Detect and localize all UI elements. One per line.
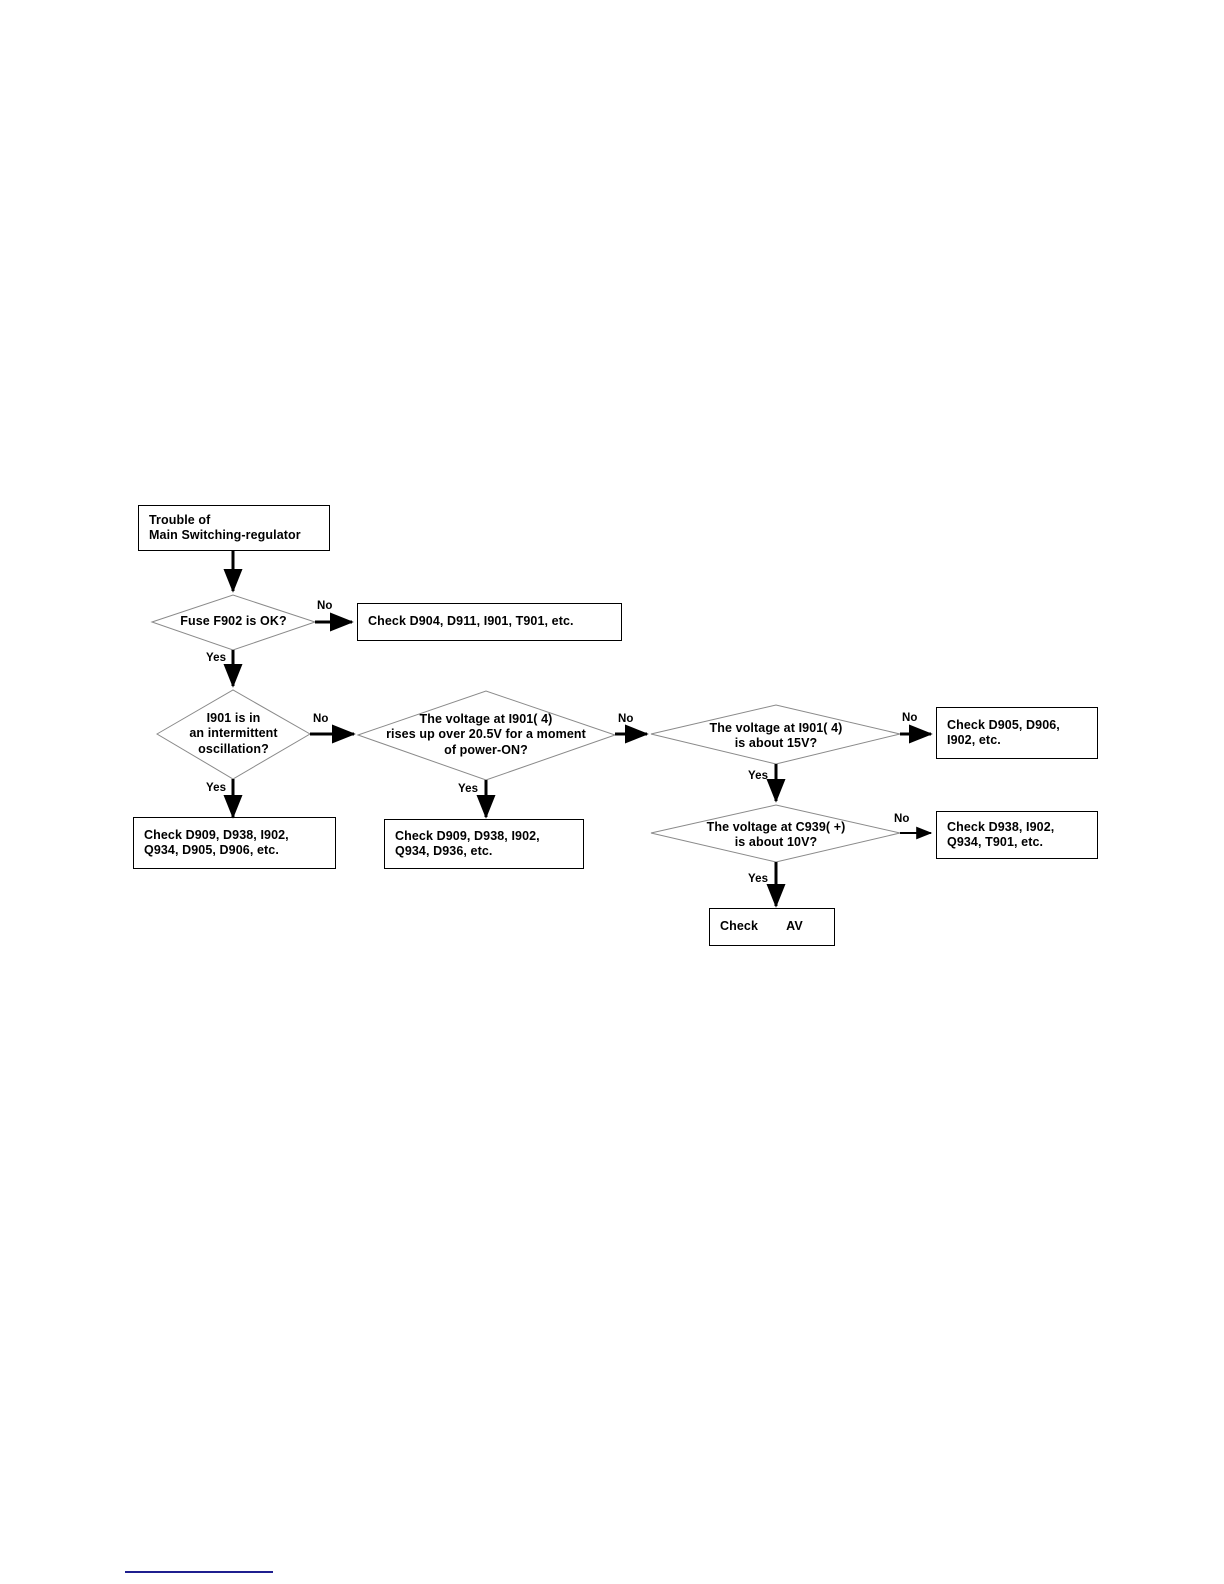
node-check-d904-d911-i901-t901[interactable]: Check D904, D911, I901, T901, etc.: [357, 603, 622, 641]
edge-label-d4-yes: Yes: [748, 770, 768, 782]
edge-label-d3-yes: Yes: [458, 783, 478, 795]
edge-label-d2-yes: Yes: [206, 782, 226, 794]
node-check-d938-i902-q934-t901[interactable]: Check D938, I902, Q934, T901, etc.: [936, 811, 1098, 859]
edge-label-d4-yes-text: Yes: [748, 770, 769, 782]
decision-shape-voltage-rise-205v: [356, 690, 617, 781]
decision-shape-voltage-15v: [650, 704, 901, 765]
edge-label-d1-no: No: [317, 600, 333, 612]
edge-label-d4-no: No: [902, 712, 918, 724]
decision-shape-fuse-f902: [150, 594, 317, 651]
edge-label-d4-no-text: No: [902, 712, 918, 724]
edge-label-d5-yes-text: Yes: [748, 873, 769, 885]
footer-divider-rule: [125, 1571, 273, 1573]
edge-label-d3-no-text: No: [618, 713, 634, 725]
node-start-label: Trouble of Main Switching-regulator: [149, 512, 301, 543]
edge-label-d1-no-text: No: [317, 600, 333, 612]
node-check-d938-label: Check D938, I902, Q934, T901, etc.: [947, 819, 1055, 850]
edge-label-d5-no-text: No: [894, 813, 910, 825]
edge-label-d5-yes: Yes: [748, 873, 768, 885]
edge-label-d1-yes: Yes: [206, 652, 226, 664]
node-check-av-label: Check AV: [720, 919, 803, 934]
edge-label-d2-yes-text: Yes: [206, 782, 227, 794]
node-check-d909-d938-i902-q934-d905-d906[interactable]: Check D909, D938, I902, Q934, D905, D906…: [133, 817, 336, 869]
node-start-trouble-main-switching-regulator[interactable]: Trouble of Main Switching-regulator: [138, 505, 330, 551]
edge-label-d3-yes-text: Yes: [458, 783, 479, 795]
node-check-d905-label: Check D905, D906, I902, etc.: [947, 717, 1060, 748]
edge-label-d2-no-text: No: [313, 713, 329, 725]
node-check-d909-d938-i902-q934-d936[interactable]: Check D909, D938, I902, Q934, D936, etc.: [384, 819, 584, 869]
edge-label-d1-yes-text: Yes: [206, 652, 227, 664]
edge-label-d3-no: No: [618, 713, 634, 725]
node-check-d904-label: Check D904, D911, I901, T901, etc.: [368, 614, 574, 629]
decision-shape-voltage-10v: [650, 804, 901, 863]
decision-shape-i901-oscillation: [156, 689, 311, 780]
edge-label-d5-no: No: [894, 813, 910, 825]
node-check-d909-middle-label: Check D909, D938, I902, Q934, D936, etc.: [395, 828, 540, 859]
node-check-av[interactable]: Check AV: [709, 908, 835, 946]
edge-label-d2-no: No: [313, 713, 329, 725]
node-check-d905-d906-i902[interactable]: Check D905, D906, I902, etc.: [936, 707, 1098, 759]
node-check-d909-left-label: Check D909, D938, I902, Q934, D905, D906…: [144, 827, 289, 858]
